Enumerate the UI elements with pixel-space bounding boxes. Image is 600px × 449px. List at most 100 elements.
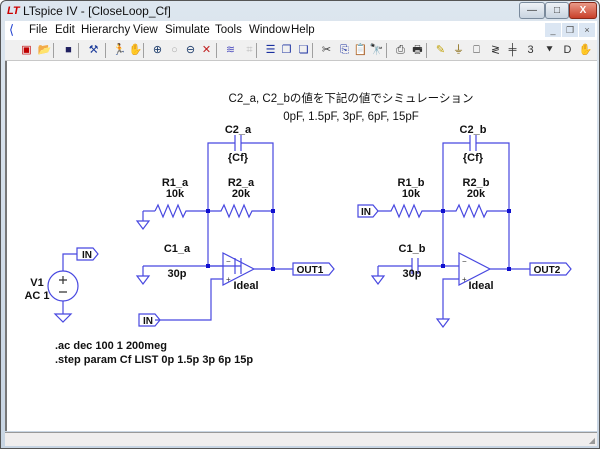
control-panel-icon[interactable]: ⚒ bbox=[88, 44, 99, 56]
c1-a-name: C1_a bbox=[164, 243, 191, 255]
ground-icon[interactable]: ⏚ bbox=[453, 44, 464, 56]
menu-tools[interactable]: Tools bbox=[215, 24, 242, 36]
toolbar-separator bbox=[312, 43, 313, 58]
circuit-a bbox=[135, 135, 293, 321]
menu-help[interactable]: Help bbox=[291, 24, 315, 36]
minimize-button[interactable]: — bbox=[519, 2, 545, 19]
toolbar-separator bbox=[78, 43, 79, 58]
halt-icon[interactable]: ✋ bbox=[128, 44, 143, 56]
ltspice-menu-icon[interactable]: ⟨ bbox=[9, 22, 15, 37]
junction-dot bbox=[441, 209, 445, 213]
net-label-in-source bbox=[76, 247, 99, 261]
toolbar-separator bbox=[256, 43, 257, 58]
zoom-out-icon[interactable]: ⊖ bbox=[185, 44, 196, 56]
menu-file[interactable]: File bbox=[29, 24, 48, 36]
status-bar: ◢ bbox=[5, 432, 597, 446]
mdi-restore-button[interactable]: ❐ bbox=[562, 23, 578, 37]
copy-icon[interactable]: ⎘ bbox=[340, 44, 349, 56]
c2-b-value: {Cf} bbox=[463, 152, 484, 164]
close-button[interactable]: X bbox=[569, 2, 597, 19]
voltage-source-v1[interactable] bbox=[47, 253, 79, 323]
capacitor-c1-a bbox=[234, 258, 242, 274]
spice-directive-ac[interactable]: .ac dec 100 1 200meg bbox=[55, 340, 167, 352]
net-label-out2 bbox=[529, 262, 572, 276]
menu-edit[interactable]: Edit bbox=[55, 24, 75, 36]
toolbar-separator bbox=[426, 43, 427, 58]
r1-a-value: 10k bbox=[166, 188, 185, 200]
maximize-button[interactable]: □ bbox=[545, 2, 569, 19]
toolbar-separator bbox=[143, 43, 144, 58]
r1-a-name: R1_a bbox=[162, 177, 189, 189]
move-hand-icon[interactable]: ✋ bbox=[578, 44, 593, 56]
menu-bar: ⟨ File Edit Hierarchy View Simulate Tool… bbox=[5, 21, 597, 40]
toolbar-separator bbox=[105, 43, 106, 58]
resistor-r1-a bbox=[154, 203, 208, 219]
resistor-icon[interactable]: ≷ bbox=[490, 44, 501, 56]
title-bar[interactable]: LT LTspice IV - [CloseLoop_Cf] — □ X bbox=[1, 1, 600, 21]
print-icon[interactable]: 🖶 bbox=[412, 44, 423, 56]
v1-value: AC 1 bbox=[24, 290, 49, 302]
circuit-b bbox=[370, 135, 530, 328]
toolbar-separator bbox=[53, 43, 54, 58]
menu-window[interactable]: Window bbox=[249, 24, 290, 36]
junction-dot bbox=[441, 264, 445, 268]
resize-grip-icon[interactable]: ◢ bbox=[588, 436, 595, 445]
r2-a-name: R2_a bbox=[228, 177, 255, 189]
inductor-icon[interactable]: 3 bbox=[527, 44, 534, 56]
capacitor-c2-b bbox=[469, 135, 477, 151]
junction-dot bbox=[271, 209, 275, 213]
pan-icon[interactable]: ○ bbox=[171, 44, 178, 56]
schematic-drawing: −+ −+ C2_a, C2_bの値を下記の値でシミュレーション 0pF, 1.… bbox=[24, 91, 572, 366]
mdi-close-button[interactable]: × bbox=[579, 23, 595, 37]
diode-icon[interactable]: ⯆ bbox=[545, 44, 554, 56]
save-icon[interactable]: ■ bbox=[65, 44, 72, 56]
component-icon[interactable]: D bbox=[563, 44, 572, 56]
cascade-icon[interactable]: ❐ bbox=[281, 44, 292, 56]
v1-name: V1 bbox=[30, 277, 43, 289]
c2-a-name: C2_a bbox=[225, 124, 252, 136]
zoom-fit-icon[interactable]: ✕ bbox=[201, 44, 212, 56]
in-label-b: IN bbox=[361, 207, 371, 218]
cut-icon[interactable]: ✂ bbox=[321, 44, 332, 56]
capacitor-icon[interactable]: ╪ bbox=[508, 44, 517, 56]
open-folder-icon[interactable]: 📂 bbox=[37, 44, 52, 56]
capacitor-c2-a bbox=[234, 135, 242, 151]
delete-trace-icon[interactable]: ⌗ bbox=[246, 44, 253, 56]
in-label-source: IN bbox=[82, 250, 92, 261]
paste-icon[interactable]: 📋 bbox=[353, 44, 368, 56]
junction-dot bbox=[206, 264, 210, 268]
run-icon[interactable]: 🏃 bbox=[112, 44, 127, 56]
find-icon[interactable]: 🔭 bbox=[369, 44, 384, 56]
tile-vertical-icon[interactable]: ❏ bbox=[298, 44, 309, 56]
spice-directive-step[interactable]: .step param Cf LIST 0p 1.5p 3p 6p 15p bbox=[55, 354, 253, 366]
tile-horizontal-icon[interactable]: ☰ bbox=[265, 44, 276, 56]
wire-icon[interactable]: ✎ bbox=[435, 44, 446, 56]
in-label-a: IN bbox=[143, 316, 153, 327]
opamp-a bbox=[222, 252, 256, 286]
note-line1: C2_a, C2_bの値を下記の値でシミュレーション bbox=[229, 91, 474, 105]
note-line2: 0pF, 1.5pF, 3pF, 6pF, 15pF bbox=[283, 111, 419, 123]
autorange-icon[interactable]: ≋ bbox=[225, 44, 236, 56]
net-label-out1 bbox=[292, 262, 335, 276]
print-setup-icon[interactable]: ⎙ bbox=[396, 44, 405, 56]
mdi-minimize-button[interactable]: _ bbox=[545, 23, 561, 37]
svg-text:−: − bbox=[462, 257, 467, 266]
c1-b-name: C1_b bbox=[399, 243, 426, 255]
app-logo-icon: LT bbox=[7, 5, 20, 17]
net-label-in-b bbox=[357, 204, 379, 218]
r2-a-value: 20k bbox=[232, 188, 251, 200]
schematic-canvas[interactable]: −+ −+ C2_a, C2_bの値を下記の値でシミュレーション 0pF, 1.… bbox=[5, 61, 597, 431]
net-label-in-a bbox=[138, 313, 161, 327]
menu-hierarchy[interactable]: Hierarchy bbox=[81, 24, 131, 36]
svg-text:+: + bbox=[226, 275, 231, 284]
new-schematic-icon[interactable]: ▣ bbox=[21, 44, 32, 56]
zoom-in-icon[interactable]: ⊕ bbox=[152, 44, 163, 56]
opamp-b-name: Ideal bbox=[468, 280, 493, 292]
capacitor-c1-b bbox=[411, 258, 419, 274]
r2-b-name: R2_b bbox=[463, 177, 490, 189]
menu-view[interactable]: View bbox=[133, 24, 158, 36]
r2-b-value: 20k bbox=[467, 188, 486, 200]
menu-simulate[interactable]: Simulate bbox=[165, 24, 210, 36]
junction-dot bbox=[507, 209, 511, 213]
label-net-icon[interactable]: ⎕ bbox=[473, 44, 480, 56]
